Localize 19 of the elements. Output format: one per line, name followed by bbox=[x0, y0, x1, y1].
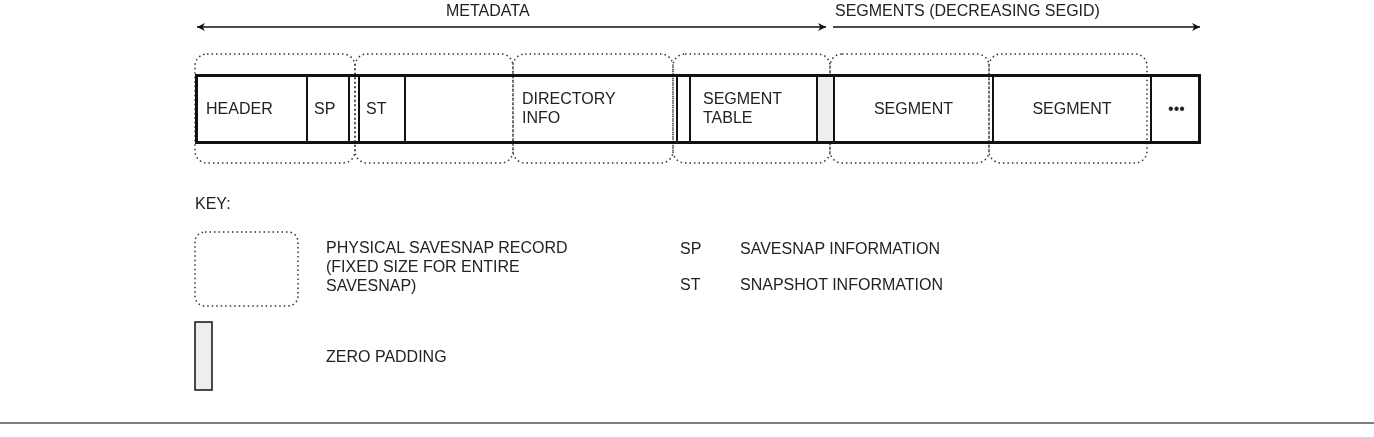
legend-label: PHYSICAL SAVESNAP RECORD (FIXED SIZE FOR ENTIRE SAVESNAP) bbox=[326, 238, 569, 295]
cell-label: HEADER bbox=[206, 99, 274, 118]
cell-label: ST bbox=[366, 99, 388, 118]
section-label: SEGMENTS (DECREASING SEGID) bbox=[835, 1, 1100, 20]
abbreviation: ST bbox=[680, 275, 701, 294]
cell-label: SP bbox=[314, 99, 337, 118]
cell-label: SEGMENT TABLE bbox=[703, 89, 783, 127]
section-label: METADATA bbox=[446, 1, 530, 20]
abbreviation: SP bbox=[680, 239, 702, 258]
abbreviation-definition: SNAPSHOT INFORMATION bbox=[740, 275, 943, 294]
key-heading: KEY: bbox=[195, 194, 231, 213]
cell-label: SEGMENT bbox=[1031, 99, 1113, 118]
abbreviation-definition: SAVESNAP INFORMATION bbox=[740, 239, 941, 258]
cell-label: DIRECTORY INFO bbox=[522, 89, 617, 127]
savesnap-layout-bar bbox=[195, 74, 1201, 144]
cell-label: ••• bbox=[1167, 99, 1186, 118]
legend-label: ZERO PADDING bbox=[326, 347, 448, 366]
cell-label: SEGMENT bbox=[872, 99, 955, 118]
padding-cell bbox=[816, 77, 833, 141]
